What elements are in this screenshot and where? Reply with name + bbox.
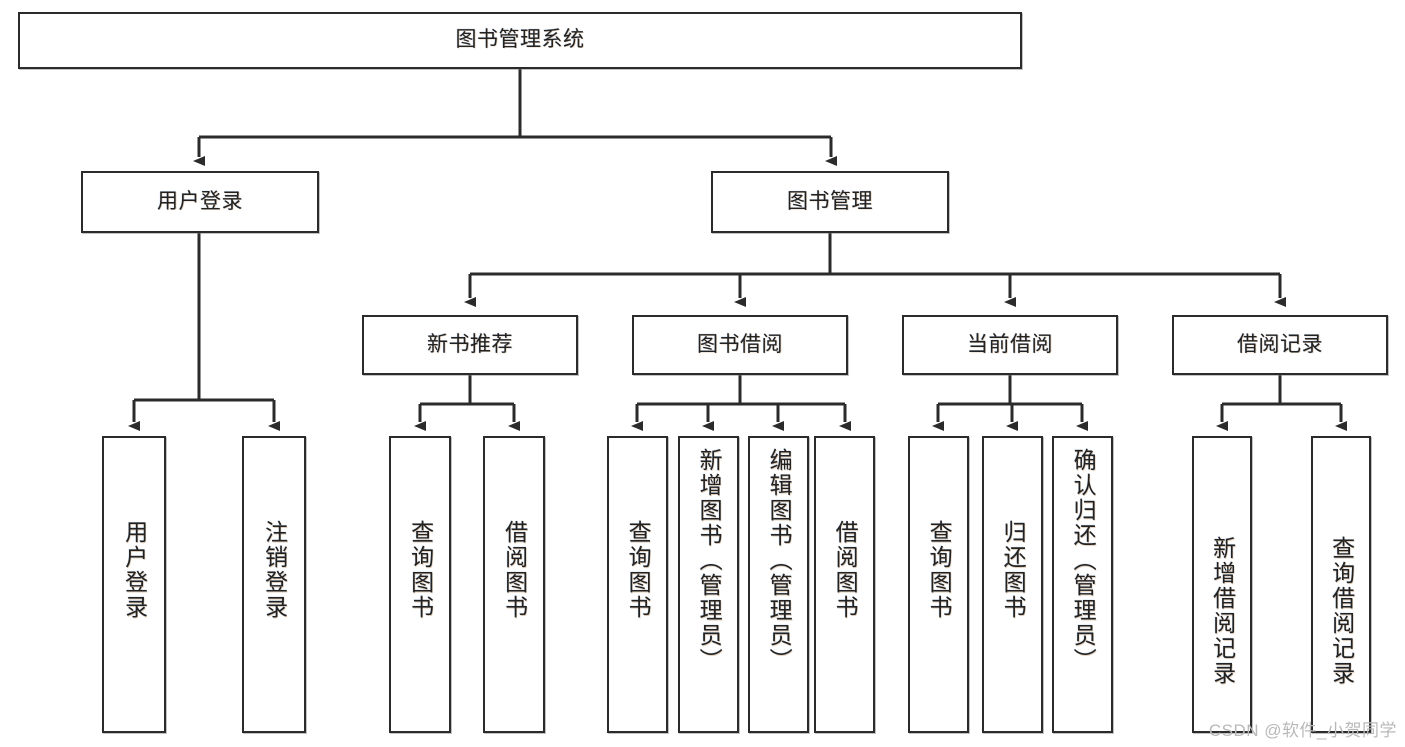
node-current-borrow-label: 当前借阅 [967,332,1053,356]
node-leaf-return-book-label: 归还图书 [1000,520,1027,620]
node-leaf-add-book-admin-label: 新增图书（管理员） [696,448,723,673]
node-book-borrow[interactable]: 图书借阅 [632,315,848,375]
node-leaf-borrow-book-2-label: 借阅图书 [832,520,859,620]
node-book-borrow-label: 图书借阅 [697,332,783,356]
node-leaf-add-book-admin[interactable]: 新增图书（管理员） [678,436,739,733]
node-borrow-record-label: 借阅记录 [1237,332,1323,356]
node-leaf-query-book-2-label: 查询图书 [625,520,652,620]
node-leaf-query-book-3-label: 查询图书 [926,520,953,620]
node-leaf-query-book-2[interactable]: 查询图书 [607,436,668,733]
node-user-login-label: 用户登录 [157,189,243,213]
node-leaf-confirm-return-admin[interactable]: 确认归还（管理员） [1052,436,1113,733]
node-user-login[interactable]: 用户登录 [81,171,319,233]
node-leaf-user-login-label: 用户登录 [121,520,148,620]
node-book-manage[interactable]: 图书管理 [711,171,949,233]
node-book-manage-label: 图书管理 [787,189,873,213]
node-leaf-user-logout-label: 注销登录 [261,520,288,620]
node-root-label: 图书管理系统 [455,28,585,52]
node-leaf-query-borrow-record-label: 查询借阅记录 [1328,536,1355,686]
node-leaf-add-borrow-record-label: 新增借阅记录 [1209,536,1236,686]
node-leaf-edit-book-admin-label: 编辑图书（管理员） [766,448,793,673]
node-leaf-query-borrow-record[interactable]: 查询借阅记录 [1311,436,1371,733]
node-leaf-borrow-book-1-label: 借阅图书 [501,520,528,620]
node-leaf-query-book-3[interactable]: 查询图书 [908,436,969,733]
node-leaf-borrow-book-2[interactable]: 借阅图书 [814,436,875,733]
node-leaf-user-login[interactable]: 用户登录 [102,436,166,733]
node-leaf-return-book[interactable]: 归还图书 [982,436,1043,733]
node-new-book-recommend-label: 新书推荐 [427,332,513,356]
node-leaf-add-borrow-record[interactable]: 新增借阅记录 [1192,436,1252,733]
node-leaf-borrow-book-1[interactable]: 借阅图书 [483,436,545,733]
node-leaf-query-book-1[interactable]: 查询图书 [389,436,451,733]
node-leaf-confirm-return-admin-label: 确认归还（管理员） [1070,448,1097,673]
node-leaf-user-logout[interactable]: 注销登录 [242,436,306,733]
node-root[interactable]: 图书管理系统 [18,12,1022,69]
node-new-book-recommend[interactable]: 新书推荐 [362,315,578,375]
node-current-borrow[interactable]: 当前借阅 [902,315,1118,375]
node-leaf-edit-book-admin[interactable]: 编辑图书（管理员） [748,436,809,733]
watermark-text: CSDN @软件_小贺同学 [1208,721,1397,740]
node-borrow-record[interactable]: 借阅记录 [1172,315,1388,375]
node-leaf-query-book-1-label: 查询图书 [407,520,434,620]
